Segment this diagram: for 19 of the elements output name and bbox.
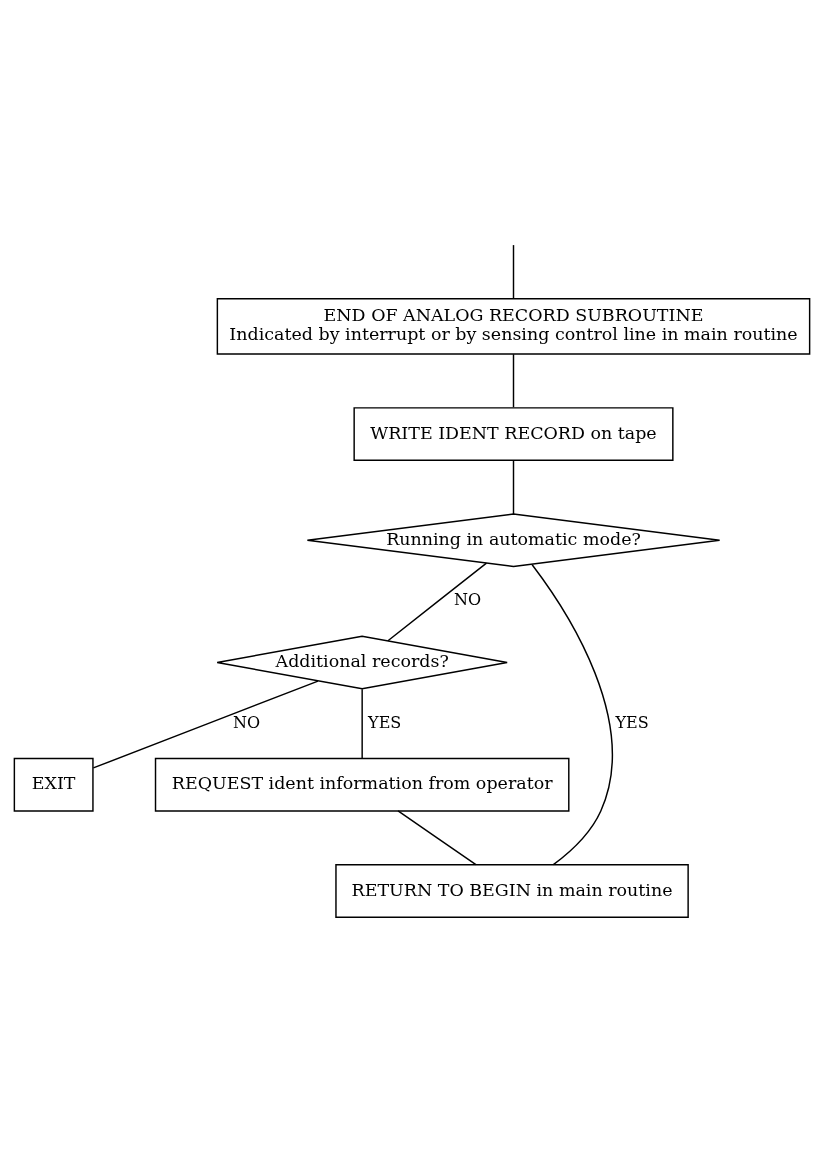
node-diamond: Additional records?	[216, 635, 508, 690]
connector	[512, 244, 515, 300]
connector	[512, 459, 515, 515]
connector	[92, 680, 319, 769]
connector	[512, 353, 515, 408]
node-box: WRITE IDENT RECORD on tape	[353, 407, 674, 461]
edge-label: YES	[615, 712, 649, 732]
node-box: END OF ANALOG RECORD SUBROUTINE Indicated by interrupt or by sensing control line in main routine	[216, 297, 811, 355]
connector	[387, 562, 488, 642]
connector	[397, 810, 477, 866]
node-box: RETURN TO BEGIN in main routine	[335, 864, 689, 918]
node-box: EXIT	[13, 757, 94, 812]
connector	[531, 563, 613, 866]
edge-label: NO	[232, 712, 261, 732]
edge-label: YES	[368, 712, 402, 732]
node-box: REQUEST ident information from operator	[154, 757, 570, 812]
connector	[361, 688, 363, 760]
node-diamond: Running in automatic mode?	[306, 513, 721, 568]
edge-label: NO	[454, 590, 482, 610]
